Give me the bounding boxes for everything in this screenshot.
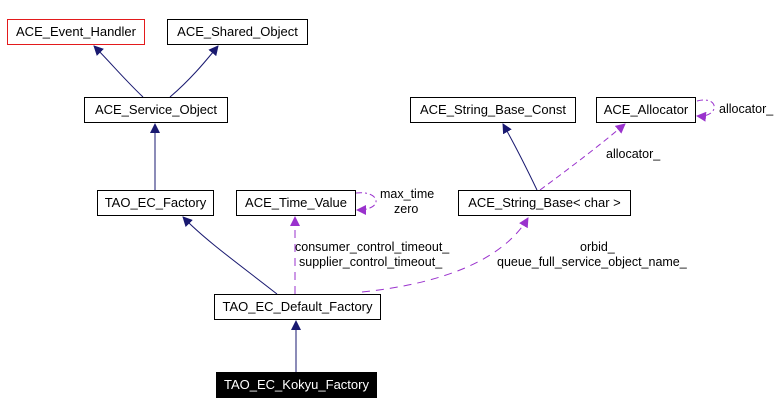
edge-default-to-ec-factory — [182, 216, 278, 295]
edge-time-self — [355, 192, 377, 215]
node-tao-ec-kokyu-factory[interactable]: TAO_EC_Kokyu_Factory — [216, 372, 377, 398]
edge-default-to-string-base — [361, 217, 529, 293]
edge-string-base-to-allocator — [539, 123, 626, 191]
label-supplier-control-timeout: supplier_control_timeout_ — [299, 255, 443, 269]
label-consumer-control-timeout: consumer_control_timeout_ — [295, 240, 450, 254]
label-zero: zero — [394, 202, 419, 216]
node-tao-ec-factory[interactable]: TAO_EC_Factory — [97, 190, 214, 216]
node-ace-string-base-const[interactable]: ACE_String_Base_Const — [410, 97, 576, 123]
node-ace-service-object[interactable]: ACE_Service_Object — [84, 97, 228, 123]
label-orbid: orbid_ — [580, 240, 615, 254]
node-ace-event-handler[interactable]: ACE_Event_Handler — [7, 19, 145, 45]
edge-allocator-self — [696, 99, 715, 122]
node-ace-shared-object[interactable]: ACE_Shared_Object — [167, 19, 308, 45]
label-max-time: max_time — [380, 187, 435, 201]
label-queue-full-service-object-name: queue_full_service_object_name_ — [497, 255, 687, 269]
node-ace-allocator[interactable]: ACE_Allocator — [596, 97, 696, 123]
node-tao-ec-default-factory[interactable]: TAO_EC_Default_Factory — [214, 294, 381, 320]
edge-service-to-shared-object — [169, 45, 219, 98]
edge-service-to-event-handler — [93, 45, 144, 98]
label-allocator-string: allocator_ — [606, 147, 661, 161]
label-allocator-self: allocator_ — [719, 102, 774, 116]
edge-string-base-to-const — [502, 123, 538, 191]
node-ace-time-value[interactable]: ACE_Time_Value — [236, 190, 356, 216]
node-ace-string-base-char[interactable]: ACE_String_Base< char > — [458, 190, 631, 216]
